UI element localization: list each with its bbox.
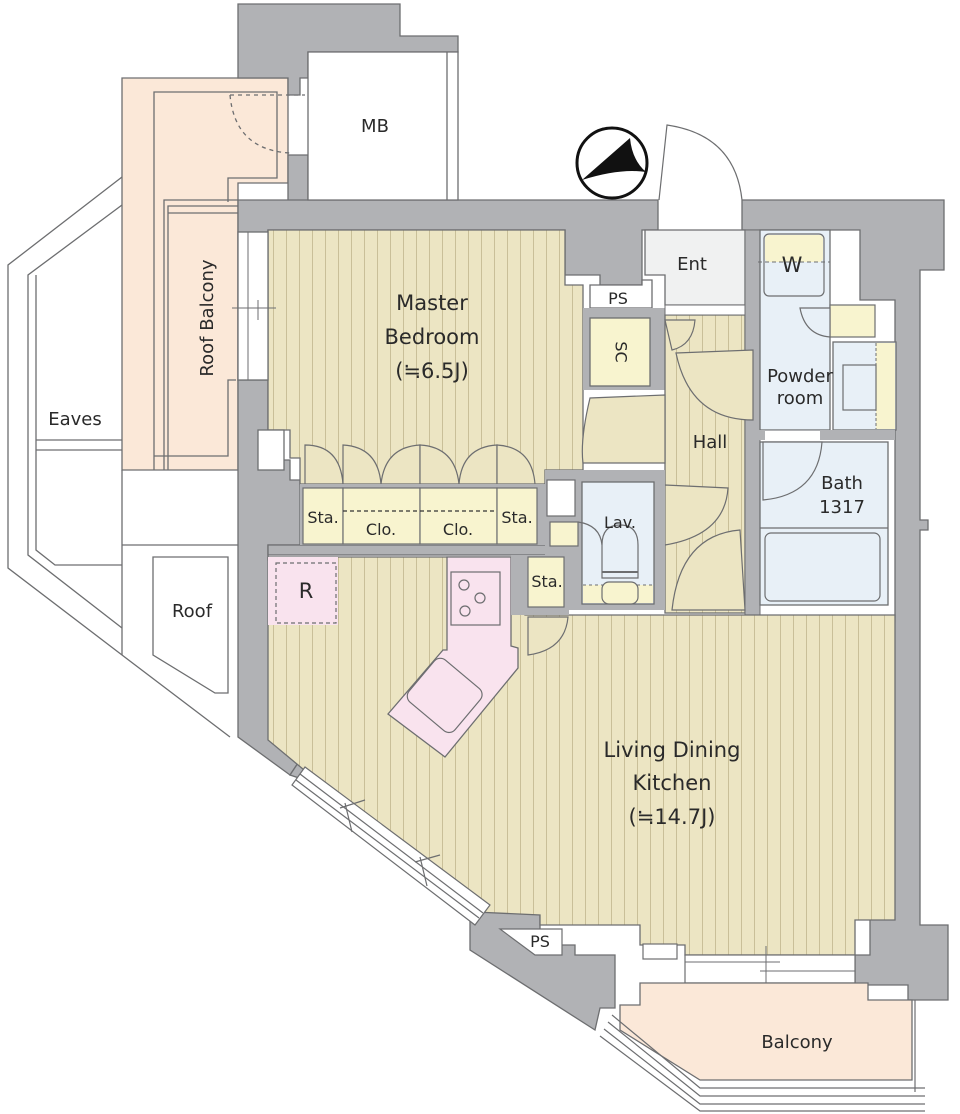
toilet-icon bbox=[601, 524, 639, 579]
ps-bottom-label: PS bbox=[530, 932, 550, 951]
shoe-closet-label: SC bbox=[612, 341, 631, 362]
bath-label-1: Bath bbox=[821, 473, 863, 494]
closet-2-label: Clo. bbox=[443, 520, 473, 539]
hall-label: Hall bbox=[693, 432, 728, 453]
ps-top-label: PS bbox=[608, 289, 628, 308]
master-bedroom-label-2: Bedroom bbox=[385, 325, 480, 349]
bath-label-2: 1317 bbox=[819, 497, 865, 518]
roof-area bbox=[152, 556, 229, 694]
master-bedroom-label-1: Master bbox=[396, 291, 468, 315]
hall-doors bbox=[581, 319, 754, 611]
ldk-label-1: Living Dining bbox=[604, 738, 741, 762]
ps-bottom-box bbox=[498, 928, 563, 956]
balcony-label: Balcony bbox=[761, 1032, 833, 1053]
shoe-closet bbox=[589, 317, 651, 387]
sink-icon bbox=[842, 364, 877, 411]
roof-label: Roof bbox=[172, 601, 213, 622]
ldk-area: (≒14.7J) bbox=[629, 805, 716, 829]
closet-doors bbox=[304, 444, 536, 485]
balcony-railing bbox=[599, 1000, 925, 1112]
refrigerator-space bbox=[275, 562, 337, 624]
ldk-floor bbox=[267, 556, 896, 956]
diagonal-window bbox=[291, 766, 491, 926]
eaves-outline bbox=[7, 176, 238, 738]
north-arrow-icon bbox=[575, 126, 649, 200]
entrance-door-swing bbox=[658, 124, 743, 201]
mb-room bbox=[307, 51, 459, 201]
washer-label: W bbox=[782, 253, 803, 277]
kitchen-storage-label: Sta. bbox=[531, 572, 562, 591]
closets bbox=[302, 487, 538, 545]
balcony-window bbox=[684, 954, 856, 984]
roof-balcony-label: Roof Balcony bbox=[197, 259, 218, 376]
kitchen-storage bbox=[527, 556, 565, 608]
mb-label: MB bbox=[361, 116, 389, 137]
balcony-floor bbox=[619, 982, 913, 1081]
sink-basin-icon bbox=[406, 657, 483, 734]
closet-1-label: Clo. bbox=[366, 520, 396, 539]
entrance-label: Ent bbox=[677, 254, 707, 275]
lavatory-label: Lav. bbox=[604, 513, 636, 532]
ldk-label-2: Kitchen bbox=[633, 771, 712, 795]
eaves-label: Eaves bbox=[48, 409, 102, 430]
storage-left-label: Sta. bbox=[307, 508, 338, 527]
powder-room-label-1: Powder bbox=[767, 366, 833, 387]
master-bedroom-area: (≒6.5J) bbox=[395, 359, 469, 383]
bathtub-icon bbox=[764, 532, 881, 602]
storage-right-label: Sta. bbox=[501, 508, 532, 527]
powder-room-label-2: room bbox=[777, 388, 824, 409]
refrigerator-label: R bbox=[299, 579, 314, 603]
